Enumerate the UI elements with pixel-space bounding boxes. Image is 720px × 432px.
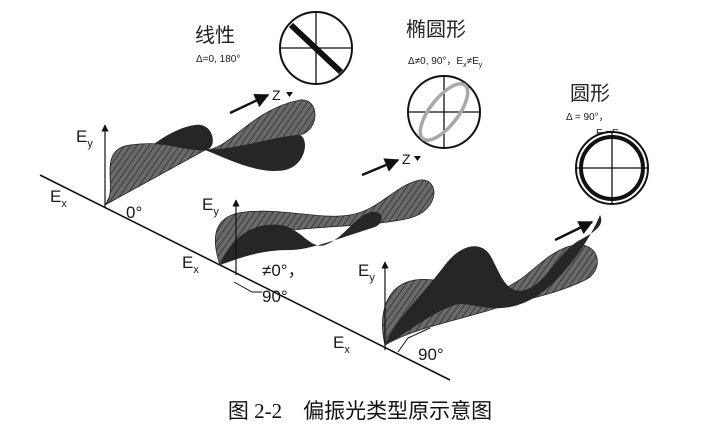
linear-z-caret [286, 92, 293, 97]
elliptical-z-arrow [361, 158, 400, 177]
linear-phase-label: 0° [126, 203, 142, 222]
elliptical-polarization-ellipse [407, 75, 481, 149]
circular-condition: Δ = 90°， [566, 112, 609, 123]
propagation-axis [39, 174, 451, 381]
circular-phase-bracket [397, 327, 431, 353]
linear-z-arrow [229, 93, 270, 115]
elliptical-phase-bracket [233, 281, 262, 293]
linear-condition: Δ=0, 180° [196, 54, 240, 65]
elliptical-wave-dark [220, 211, 382, 265]
elliptical-z-caret [414, 156, 421, 161]
circular-polarization-ellipse [575, 131, 649, 205]
figure-caption: 图 2-2 偏振光类型原示意图 [228, 399, 492, 423]
elliptical-phase-label: ≠0°， [262, 261, 305, 280]
linear-title: 线性 [195, 23, 235, 47]
linear-ey-label: Ey [76, 127, 93, 150]
linear-z-label: Z [272, 87, 281, 103]
elliptical-ey-label: Ey [202, 195, 219, 218]
panel-circular: Ey Ex 90° 圆形 Δ = 90°， Ex=Ey [333, 81, 649, 364]
panel-elliptical: Ey Ex ≠0°， 90° Z 椭圆形 Δ≠0, 90°，Ex≠Ey [182, 17, 483, 306]
elliptical-ex-label: Ex [182, 253, 199, 276]
circular-ey-label: Ey [358, 261, 375, 284]
elliptical-title: 椭圆形 [406, 17, 466, 41]
elliptical-z-label: Z [402, 151, 411, 167]
linear-ex-label: Ex [50, 187, 67, 210]
linear-polarization-ellipse [279, 11, 353, 85]
circular-wave-dark [385, 215, 602, 345]
circular-z-arrow [554, 220, 594, 242]
elliptical-condition: Δ≠0, 90°，Ex≠Ey [408, 56, 483, 69]
circular-title: 圆形 [570, 81, 610, 105]
elliptical-phase-label-2: 90° [262, 287, 288, 306]
panel-linear: Ey Ex 0° Z 线性 Δ=0, 180° [50, 11, 353, 222]
circular-ex-label: Ex [333, 333, 350, 356]
linear-wave-dark-2 [205, 135, 305, 171]
circular-phase-label: 90° [418, 345, 444, 364]
